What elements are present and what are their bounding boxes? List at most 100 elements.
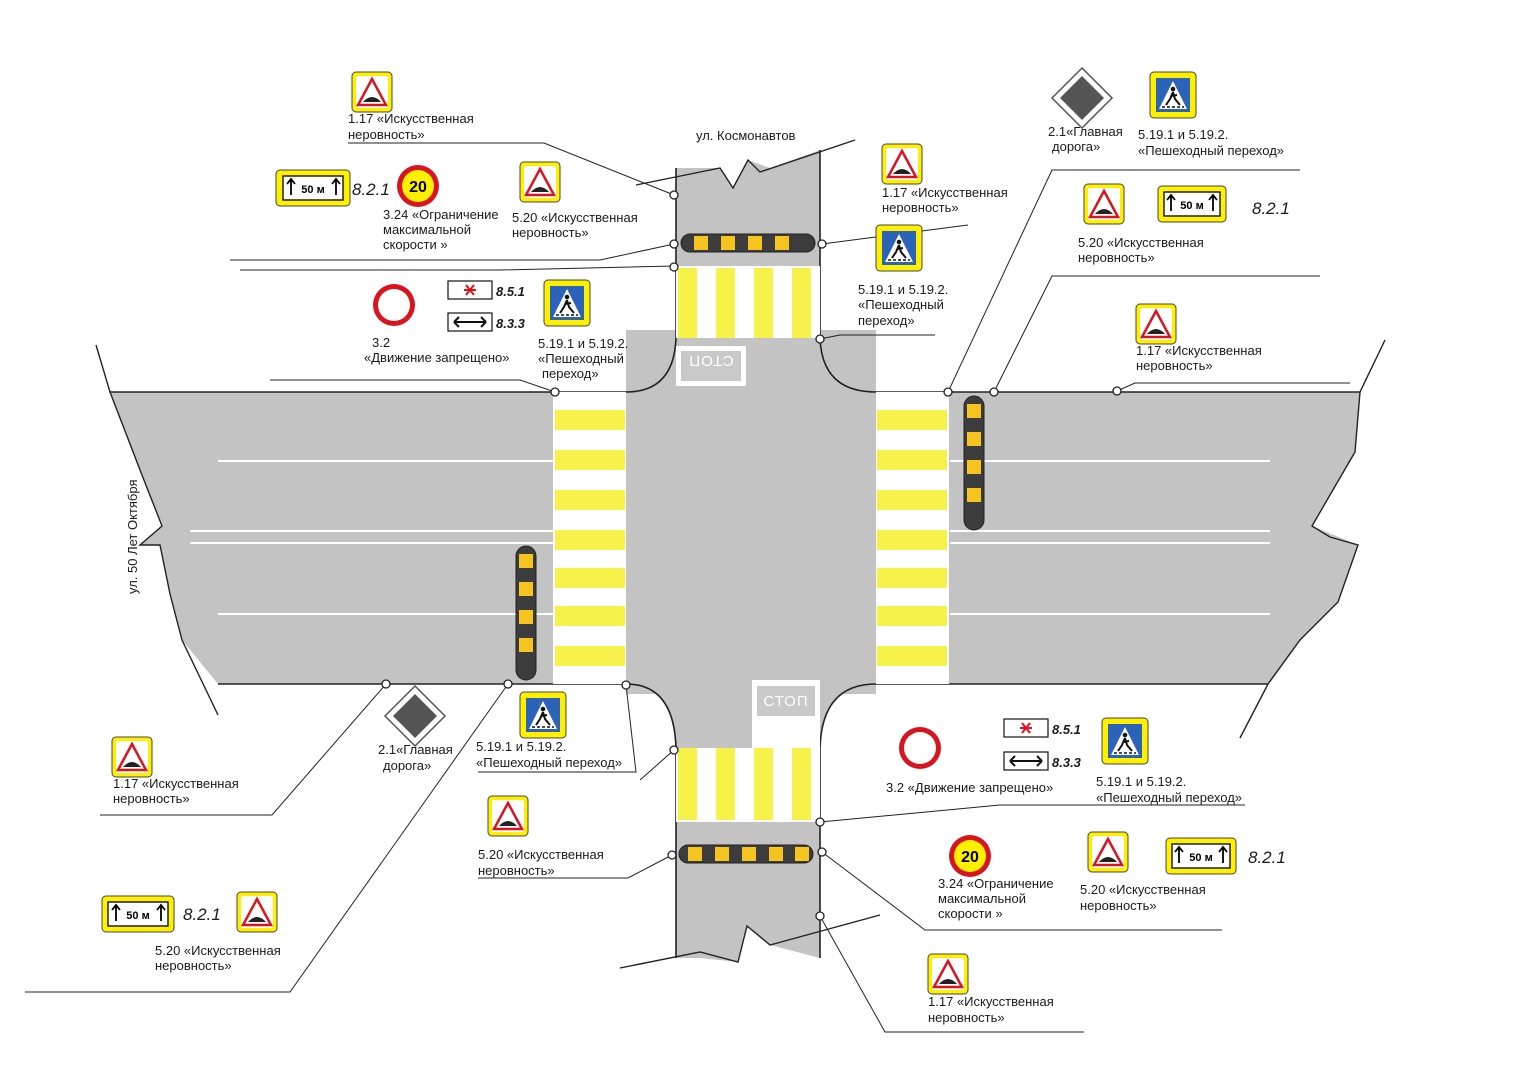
label-519-ne2-2: «Пешеходный переход» [1138, 143, 1284, 158]
label-519-sw-2: «Пешеходный переход» [476, 755, 622, 770]
speed-bump-east [963, 395, 985, 531]
sign-519-pedestrian-ne-icon [875, 224, 923, 272]
label-520-ne-1: 5.20 «Искусственная [1078, 235, 1204, 250]
label-520-se-2: неровность» [1080, 898, 1157, 913]
plate-851-icon [447, 280, 493, 300]
label-519-sw-1: 5.19.1 и 5.19.2. [476, 739, 566, 754]
street-name-west: ул. 50 Лет Октября [125, 480, 140, 595]
speed-text-n: 20 [409, 179, 427, 196]
label-117-ne-1: 1.17 «Искусственная [882, 185, 1008, 200]
label-117-nw-1: 1.17 «Искусственная [348, 111, 474, 126]
speed-bump-south [678, 844, 814, 864]
sign-117-bump-ne-icon [880, 142, 924, 186]
label-519-ne-3: переход» [858, 313, 915, 328]
sign-519-pedestrian-se-icon [1101, 717, 1149, 765]
plate-text-ne: 50 м [1180, 200, 1203, 212]
label-520-sw-2: неровность» [155, 958, 232, 973]
label-32-n-1: 3.2 [372, 335, 390, 350]
label-117-sw-2: неровность» [113, 791, 190, 806]
label-520-s-2: неровность» [478, 863, 555, 878]
label-21-sw-2: дорога» [383, 758, 431, 773]
stop-marking-north: СТОП [676, 346, 746, 386]
label-324-se-1: 3.24 «Ограничение [938, 876, 1054, 891]
crosswalk-south [676, 748, 820, 822]
label-324-n-3: скорости » [383, 237, 448, 252]
code-821-sw: 8.2.1 [183, 905, 221, 924]
code-851-n: 8.5.1 [496, 284, 525, 299]
code-821-se: 8.2.1 [1248, 848, 1286, 867]
plate-text-sw: 50 м [126, 910, 149, 922]
sign-21-main-road-sw-icon [384, 685, 446, 747]
crosswalk-west [553, 392, 626, 684]
label-117-sw-1: 1.17 «Искусственная [113, 776, 239, 791]
label-21-sw-1: 2.1«Главная [378, 742, 453, 757]
label-519-ne2-1: 5.19.1 и 5.19.2. [1138, 127, 1228, 142]
code-851-se: 8.5.1 [1052, 722, 1081, 737]
sign-32-no-entry-se-icon [899, 727, 941, 769]
stop-text-south: СТОП [763, 693, 808, 710]
sign-21-main-road-icon [1051, 67, 1113, 129]
sign-324-speed-limit-se-icon: 20 [949, 835, 991, 877]
sign-821-distance-plate-icon: 50 м [275, 169, 351, 207]
sign-821-distance-plate-ne-icon: 50 м [1157, 185, 1227, 223]
label-519-n-2: «Пешеходный [538, 351, 624, 366]
sign-519-pedestrian-sw-icon [519, 691, 567, 739]
sign-520-bump-se-icon [1086, 830, 1130, 874]
label-21-ne-1: 2.1«Главная [1048, 124, 1123, 139]
label-520-sw-1: 5.20 «Искусственная [155, 943, 281, 958]
label-324-se-3: скорости » [938, 906, 1003, 921]
label-519-n-1: 5.19.1 и 5.19.2. [538, 336, 628, 351]
speed-bump-west [515, 545, 537, 681]
label-117-s-2: неровность» [928, 1010, 1005, 1025]
label-520-s-1: 5.20 «Искусственная [478, 847, 604, 862]
speed-bump-north [680, 233, 816, 253]
code-833-n: 8.3.3 [496, 316, 526, 331]
plate-text-n: 50 м [301, 184, 324, 196]
crosswalk-east [876, 392, 949, 684]
sign-117-bump-icon [350, 70, 394, 114]
sign-520-bump-s-icon [486, 794, 530, 838]
code-821-ne: 8.2.1 [1252, 199, 1290, 218]
stop-text-north: СТОП [688, 352, 733, 369]
label-324-n-1: 3.24 «Ограничение [383, 207, 499, 222]
label-32-n-2: «Движение запрещено» [364, 350, 510, 365]
label-520-ne-2: неровность» [1078, 250, 1155, 265]
label-117-e-1: 1.17 «Искусственная [1136, 343, 1262, 358]
label-519-ne-1: 5.19.1 и 5.19.2. [858, 282, 948, 297]
sign-520-bump-ne-icon [1082, 182, 1126, 226]
sign-117-bump-sw-icon [110, 735, 154, 779]
leader-dots [381, 190, 1122, 921]
sign-32-no-entry-icon [373, 284, 415, 326]
plate-text-se: 50 м [1189, 852, 1212, 864]
speed-text-se: 20 [961, 849, 979, 866]
label-324-n-2: максимальной [383, 222, 471, 237]
plate-833-icon [447, 312, 493, 332]
sign-821-distance-plate-sw-icon: 50 м [101, 895, 175, 933]
street-name-north: ул. Космонавтов [696, 128, 796, 143]
plate-851-se-icon [1003, 718, 1049, 738]
label-324-se-2: максимальной [938, 891, 1026, 906]
code-821-n: 8.2.1 [352, 180, 390, 199]
stop-marking-south: СТОП [752, 680, 820, 748]
label-520-n-2: неровность» [512, 225, 589, 240]
sign-520-bump-sw-icon [235, 890, 279, 934]
label-117-nw-2: неровность» [348, 127, 425, 142]
label-32-se: 3.2 «Движение запрещено» [886, 780, 1053, 795]
label-519-se-1: 5.19.1 и 5.19.2. [1096, 774, 1186, 789]
sign-519-pedestrian-icon [543, 279, 591, 327]
label-520-n-1: 5.20 «Искусственная [512, 210, 638, 225]
crosswalk-north [676, 266, 820, 338]
label-117-e-2: неровность» [1136, 358, 1213, 373]
sign-821-distance-plate-se-icon: 50 м [1165, 837, 1237, 875]
plate-833-se-icon [1003, 751, 1049, 771]
label-519-se-2: «Пешеходный переход» [1096, 790, 1242, 805]
sign-520-bump-icon [518, 160, 562, 204]
sign-117-bump-s-icon [926, 952, 970, 996]
label-519-n-3: переход» [542, 366, 599, 381]
code-833-se: 8.3.3 [1052, 755, 1082, 770]
label-520-se-1: 5.20 «Искусственная [1080, 882, 1206, 897]
label-117-s-1: 1.17 «Искусственная [928, 994, 1054, 1009]
sign-519-pedestrian-ne2-icon [1149, 71, 1197, 119]
leader-lines [25, 142, 1350, 1033]
